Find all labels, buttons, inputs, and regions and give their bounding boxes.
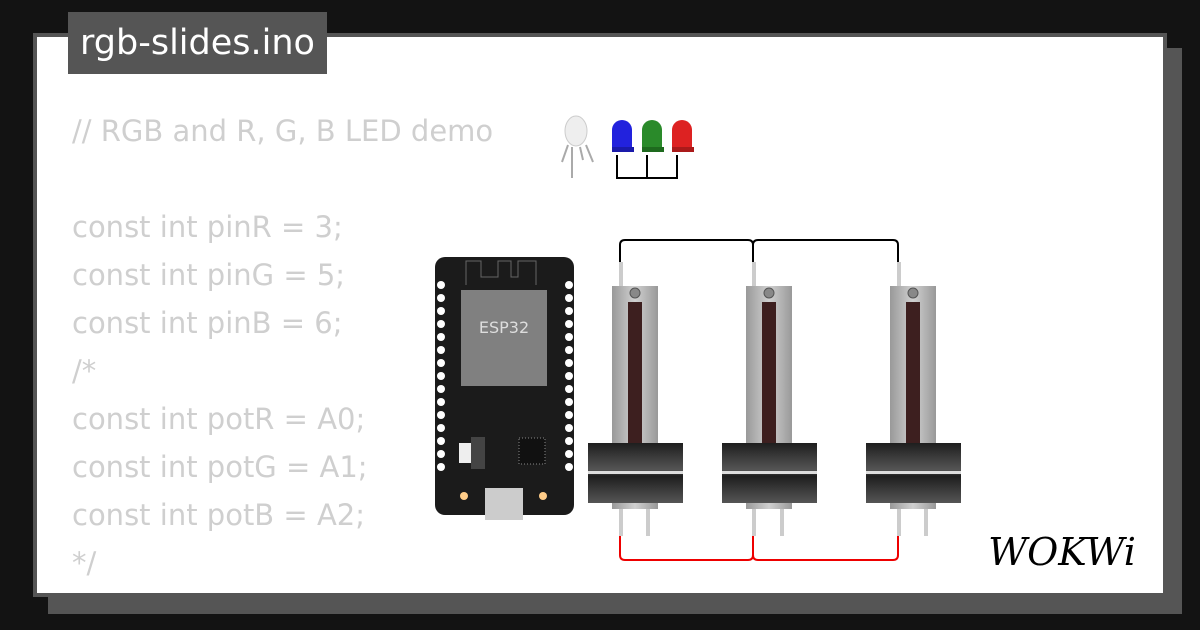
board-label: ESP32: [479, 318, 529, 337]
esp32-pin[interactable]: [437, 411, 445, 419]
wokwi-logo: WOKWi: [988, 530, 1136, 574]
esp32-pin[interactable]: [565, 372, 573, 380]
preview-card: // RGB and R, G, B LED demo​const int pi…: [33, 33, 1167, 597]
esp32-pin[interactable]: [565, 463, 573, 471]
esp32-pin[interactable]: [565, 294, 573, 302]
esp32-pin[interactable]: [437, 385, 445, 393]
slide-potentiometer[interactable]: [866, 262, 961, 536]
esp32-pin[interactable]: [437, 463, 445, 471]
esp32-pin[interactable]: [565, 346, 573, 354]
esp32-pin[interactable]: [437, 398, 445, 406]
code-line: const int pinB = 6;: [72, 306, 343, 340]
esp32-pin[interactable]: [565, 333, 573, 341]
led-green[interactable]: [642, 120, 664, 152]
code-line: const int pinG = 5;: [72, 258, 346, 292]
wire-led-ground: [616, 155, 678, 179]
esp32-pin[interactable]: [565, 281, 573, 289]
esp32-board[interactable]: ESP32: [435, 257, 574, 520]
esp32-pin[interactable]: [437, 294, 445, 302]
wire-pot-bottom: [619, 535, 899, 561]
slide-potentiometer[interactable]: [722, 262, 817, 536]
esp32-pin[interactable]: [437, 437, 445, 445]
code-line: const int potB = A2;: [72, 498, 366, 532]
esp32-pin[interactable]: [565, 359, 573, 367]
esp32-pin[interactable]: [565, 450, 573, 458]
code-line: /*: [72, 354, 97, 388]
esp32-pin[interactable]: [565, 398, 573, 406]
slide-potentiometer[interactable]: [588, 262, 683, 536]
code-line: */: [72, 546, 97, 580]
esp32-pin[interactable]: [565, 424, 573, 432]
esp32-pin[interactable]: [437, 333, 445, 341]
led-red[interactable]: [672, 120, 694, 152]
esp32-pin[interactable]: [565, 385, 573, 393]
esp32-pin[interactable]: [565, 320, 573, 328]
code-line: // RGB and R, G, B LED demo: [72, 114, 494, 148]
project-title: rgb-slides.ino: [68, 12, 327, 74]
code-line: const int potG = A1;: [72, 450, 368, 484]
esp32-pin[interactable]: [437, 281, 445, 289]
code-line: const int potR = A0;: [72, 402, 366, 436]
esp32-pin[interactable]: [565, 411, 573, 419]
esp32-pin[interactable]: [437, 346, 445, 354]
esp32-pin[interactable]: [437, 320, 445, 328]
esp32-pin[interactable]: [437, 450, 445, 458]
esp32-pin[interactable]: [565, 437, 573, 445]
code-line: const int pinR = 3;: [72, 210, 343, 244]
esp32-pin[interactable]: [437, 359, 445, 367]
code-background: // RGB and R, G, B LED demo​const int pi…: [72, 107, 493, 587]
rgb-led[interactable]: [561, 115, 594, 178]
led-blue[interactable]: [612, 120, 634, 152]
esp32-pin[interactable]: [565, 307, 573, 315]
esp32-pin[interactable]: [437, 424, 445, 432]
wire-pot-top: [619, 239, 899, 262]
esp32-pin[interactable]: [437, 372, 445, 380]
esp32-pin[interactable]: [437, 307, 445, 315]
